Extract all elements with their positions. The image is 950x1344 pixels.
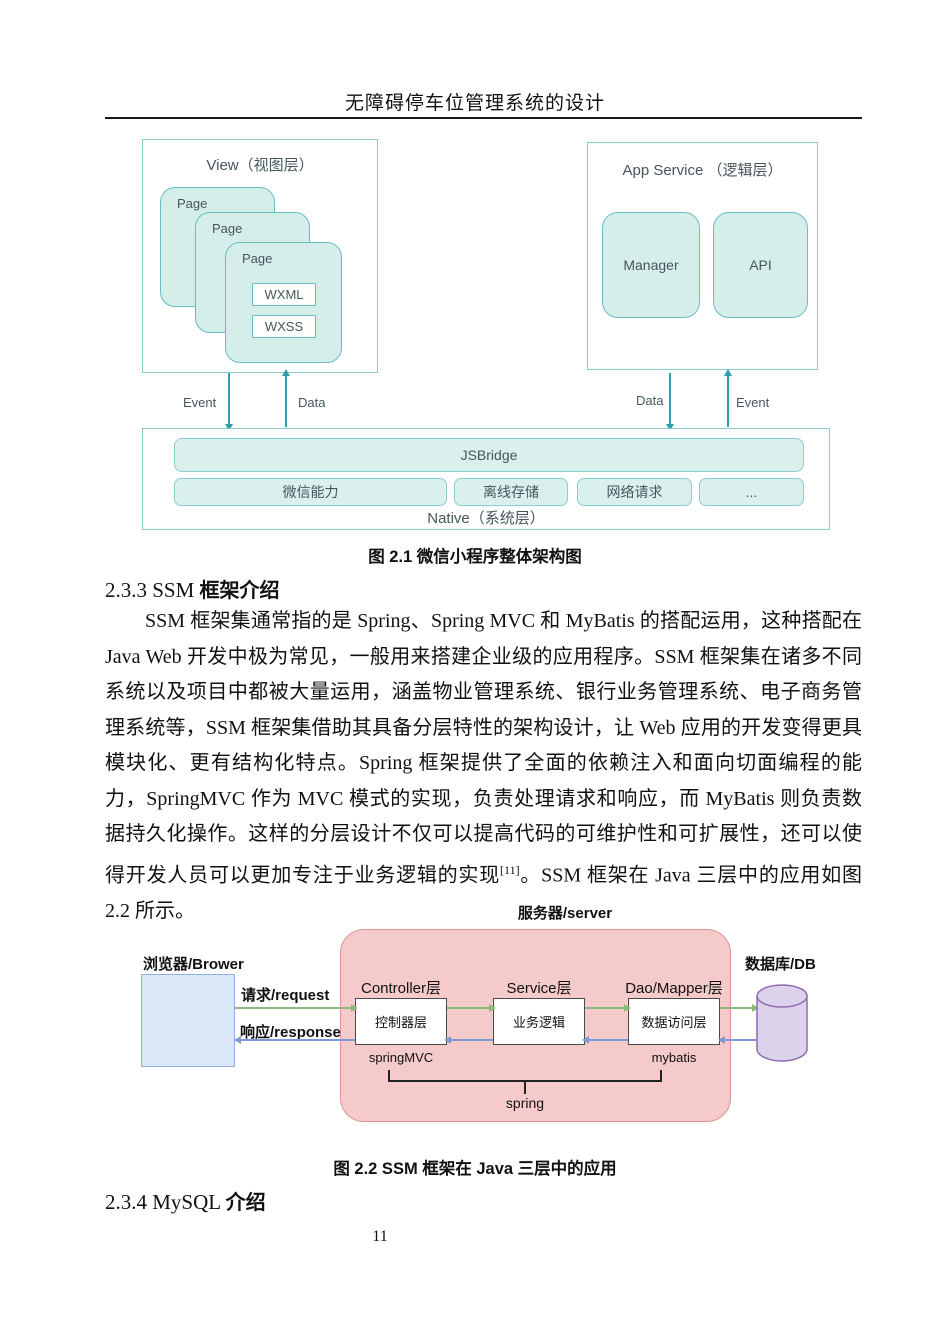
wxml-box: WXML bbox=[252, 283, 316, 306]
data-up-arrow bbox=[282, 369, 289, 427]
body-paragraph: SSM 框架集通常指的是 Spring、Spring MVC 和 MyBatis… bbox=[105, 604, 862, 929]
dao-to-service-arrow bbox=[582, 1036, 628, 1043]
manager-module: Manager bbox=[602, 212, 700, 318]
page-card-label: Page bbox=[212, 221, 243, 236]
page-card-label: Page bbox=[242, 251, 273, 266]
paragraph-tail: 。SSM 框架在 Java 三层中的应用如图 2.2 所示。 bbox=[105, 864, 863, 922]
figure1-caption: 图 2.1 微信小程序整体架构图 bbox=[368, 548, 582, 566]
controller-layer-title: Controller层 bbox=[360, 980, 442, 997]
controller-layer-box: 控制器层 bbox=[355, 998, 447, 1045]
heading-number: 2.3.3 SSM bbox=[105, 578, 200, 602]
api-module: API bbox=[713, 212, 808, 318]
dao-to-db-arrow bbox=[720, 1004, 759, 1011]
database-cylinder-icon bbox=[756, 984, 808, 1062]
capability-more: ... bbox=[699, 478, 804, 506]
app-service-title: App Service （逻辑层） bbox=[622, 162, 783, 179]
page-card-3: Page WXML WXSS bbox=[225, 242, 342, 363]
spring-bracket bbox=[388, 1070, 662, 1082]
spring-label: spring bbox=[505, 1095, 545, 1111]
data-label-right: Data bbox=[636, 393, 664, 408]
event-down-arrow bbox=[225, 373, 232, 431]
event-label-left: Event bbox=[183, 395, 217, 410]
controller-to-service-arrow bbox=[447, 1004, 496, 1011]
database-label: 数据库/DB bbox=[745, 956, 816, 973]
event-label-right: Event bbox=[736, 395, 770, 410]
page-number: 11 bbox=[372, 1228, 388, 1245]
heading-number: 2.3.4 MySQL bbox=[105, 1190, 226, 1214]
data-label-left: Data bbox=[298, 395, 326, 410]
service-to-controller-arrow bbox=[444, 1036, 493, 1043]
service-layer-box: 业务逻辑 bbox=[493, 998, 585, 1045]
spring-bracket-tick bbox=[524, 1082, 526, 1094]
dao-layer-box: 数据访问层 bbox=[628, 998, 720, 1045]
browser-box bbox=[141, 974, 235, 1067]
figure-miniprogram-architecture: View（视图层） Page Page Page WXML WXSS App S… bbox=[142, 139, 830, 531]
page-card-label: Page bbox=[177, 196, 208, 211]
page-header-title: 无障碍停车位管理系统的设计 bbox=[344, 93, 605, 114]
dao-layer-title: Dao/Mapper层 bbox=[625, 980, 723, 997]
jsbridge-bar: JSBridge bbox=[174, 438, 804, 472]
request-arrow bbox=[235, 1004, 358, 1011]
native-layer-title: Native（系统层） bbox=[427, 510, 545, 527]
figure-ssm-architecture: 服务器/server 浏览器/Brower 请求/request 响应/resp… bbox=[140, 900, 840, 1135]
springmvc-label: springMVC bbox=[368, 1050, 434, 1065]
section-heading-2-3-3: 2.3.3 SSM 框架介绍 bbox=[105, 574, 280, 603]
citation-ref: [11] bbox=[500, 862, 520, 877]
view-layer-title: View（视图层） bbox=[206, 157, 314, 174]
mybatis-label: mybatis bbox=[651, 1050, 697, 1065]
data-down-arrow bbox=[666, 373, 673, 431]
browser-label: 浏览器/Brower bbox=[143, 956, 244, 973]
heading-text: 介绍 bbox=[225, 1192, 266, 1214]
heading-text: 框架介绍 bbox=[199, 580, 280, 602]
section-heading-2-3-4: 2.3.4 MySQL 介绍 bbox=[105, 1186, 266, 1215]
service-to-dao-arrow bbox=[585, 1004, 631, 1011]
service-layer-title: Service层 bbox=[506, 980, 572, 997]
capability-wechat: 微信能力 bbox=[174, 478, 447, 506]
wxss-box: WXSS bbox=[252, 315, 316, 338]
response-arrow bbox=[234, 1036, 355, 1043]
figure2-caption: 图 2.2 SSM 框架在 Java 三层中的应用 bbox=[333, 1160, 617, 1178]
request-label: 请求/request bbox=[241, 987, 330, 1004]
capability-storage: 离线存储 bbox=[454, 478, 568, 506]
event-up-arrow bbox=[724, 369, 731, 427]
db-to-dao-arrow bbox=[718, 1036, 757, 1043]
capability-network: 网络请求 bbox=[577, 478, 692, 506]
header-rule bbox=[105, 117, 862, 119]
paragraph-text: SSM 框架集通常指的是 Spring、Spring MVC 和 MyBatis… bbox=[105, 610, 862, 887]
server-label: 服务器/server bbox=[517, 905, 613, 922]
response-label: 响应/response bbox=[240, 1024, 341, 1041]
